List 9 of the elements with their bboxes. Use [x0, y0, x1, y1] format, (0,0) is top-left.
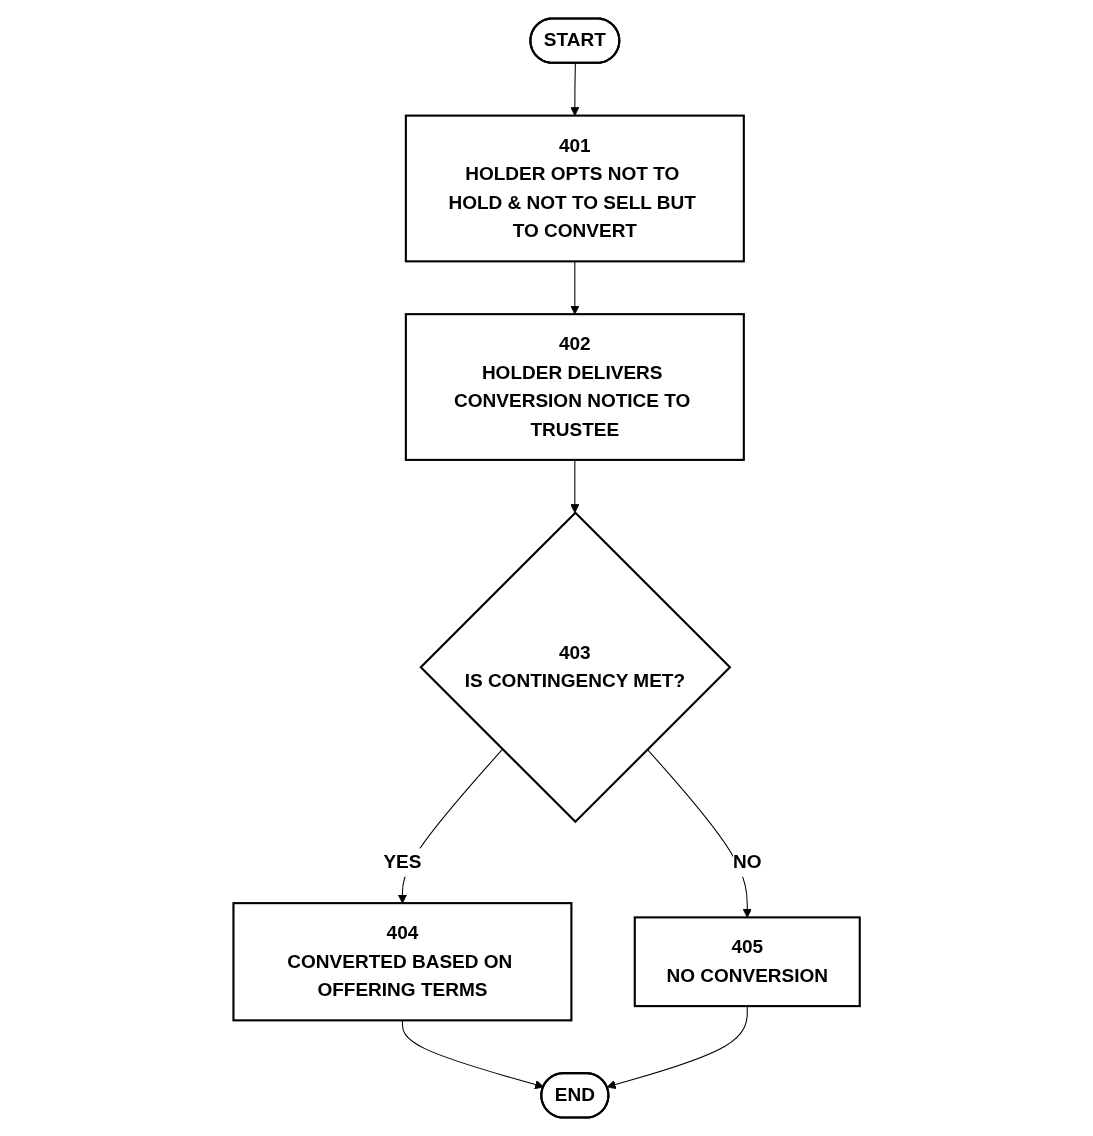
- node-box: 401 HOLDER OPTS NOT TO HOLD & NOT TO SELL BUT TO CONVERT: [404, 114, 745, 263]
- node-box: 404 CONVERTED BASED ON OFFERING TERMS: [232, 902, 573, 1022]
- node-diamond: 403 IS CONTINGENCY MET?: [419, 511, 732, 824]
- node-box: 402 HOLDER DELIVERS CONVERSION NOTICE TO TRUSTEE: [404, 313, 745, 461]
- arrow: [646, 748, 752, 918]
- edge-label: YES: [383, 851, 422, 873]
- node-box: 405 NO CONVERSION: [633, 916, 861, 1008]
- edge-label: NO: [732, 851, 762, 873]
- arrow: [570, 459, 580, 514]
